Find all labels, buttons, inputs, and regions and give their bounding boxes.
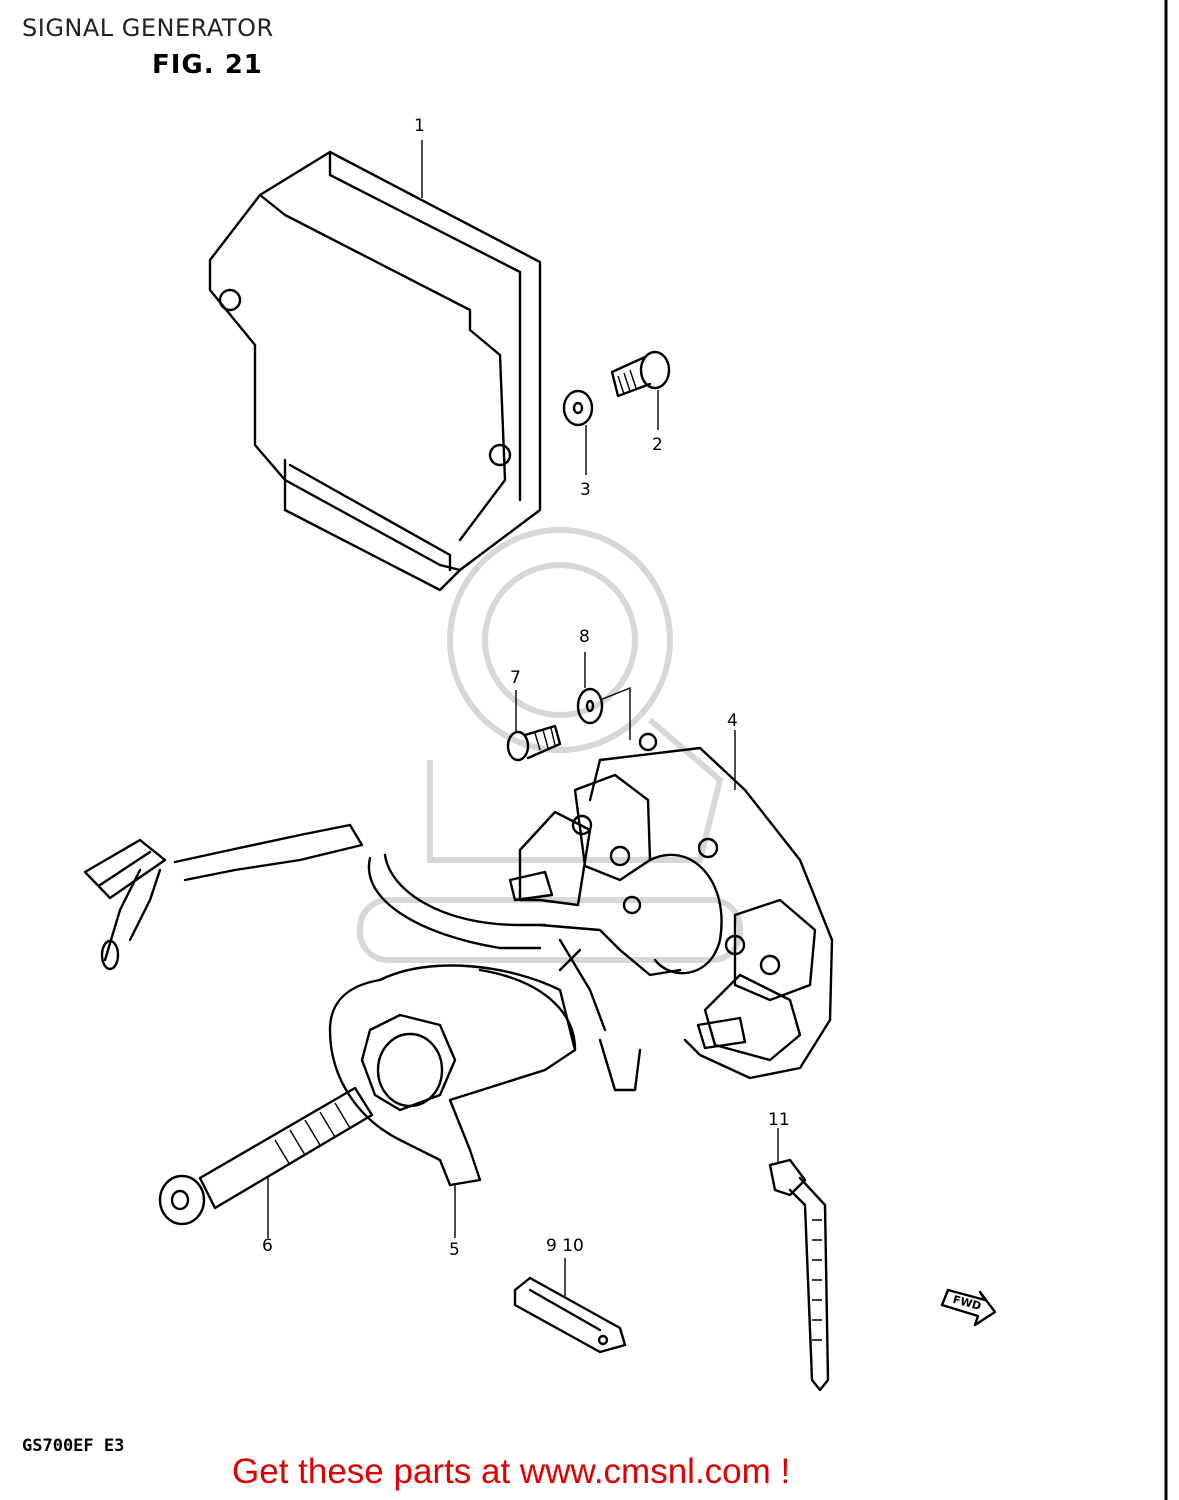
part-5-rotor[interactable] bbox=[328, 964, 577, 1238]
part-6-bolt[interactable] bbox=[158, 1086, 374, 1238]
part-9-10-clamp[interactable] bbox=[513, 1258, 627, 1354]
callout-3: 3 bbox=[580, 480, 591, 500]
part-1-igniter-unit[interactable] bbox=[208, 150, 542, 592]
wire-harness[interactable] bbox=[83, 823, 682, 1092]
callout-2: 2 bbox=[652, 435, 663, 455]
page-title: SIGNAL GENERATOR bbox=[22, 14, 274, 42]
model-code: GS700EF E3 bbox=[22, 1436, 125, 1456]
part-4-signal-generator-plate[interactable] bbox=[508, 730, 834, 1080]
watermark-logo bbox=[357, 527, 743, 963]
callout-7: 7 bbox=[510, 668, 521, 688]
callout-9-10: 9 10 bbox=[546, 1236, 584, 1256]
callout-8: 8 bbox=[579, 627, 590, 647]
figure-label: FIG. 21 bbox=[152, 50, 263, 80]
part-3-washer[interactable] bbox=[562, 389, 594, 475]
part-8-washer[interactable] bbox=[576, 652, 631, 740]
callout-11: 11 bbox=[768, 1110, 790, 1130]
callout-1: 1 bbox=[414, 116, 425, 136]
forward-direction-arrow: FWD bbox=[940, 1288, 997, 1327]
part-11-cable-tie[interactable] bbox=[768, 1128, 830, 1392]
part-7-screw[interactable] bbox=[506, 690, 562, 762]
callout-4: 4 bbox=[727, 711, 738, 731]
callout-6: 6 bbox=[262, 1236, 273, 1256]
promo-link-text[interactable]: Get these parts at www.cmsnl.com ! bbox=[232, 1452, 791, 1491]
part-2-screw[interactable] bbox=[610, 350, 671, 430]
callout-5: 5 bbox=[449, 1240, 460, 1260]
